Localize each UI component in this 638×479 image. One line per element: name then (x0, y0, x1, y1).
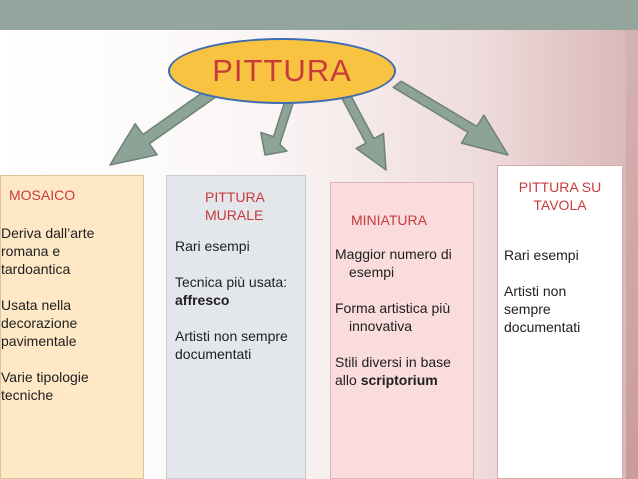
body-line: Artisti non (504, 283, 567, 299)
box-pittura-su-tavola: PITTURA SU TAVOLA Rari esempi Artisti no… (497, 165, 623, 479)
title-oval: PITTURA (168, 38, 396, 104)
box-body: Rari esempi Tecnica più usata: affresco … (175, 237, 288, 363)
body-line: esempi (349, 264, 395, 280)
body-line: tardoantica (1, 261, 71, 277)
body-line: Maggior numero di (335, 246, 452, 262)
box-heading: PITTURA SU TAVOLA (498, 178, 622, 214)
body-line: Rari esempi (175, 238, 250, 254)
box-heading: MOSAICO (9, 187, 76, 203)
body-line: tecniche (1, 387, 54, 403)
box-heading: PITTURA MURALE (205, 188, 265, 224)
arrow-to-mosaico (109, 86, 217, 166)
body-line: documentati (175, 346, 252, 362)
body-line: Tecnica più usata: (175, 274, 288, 290)
box-miniatura: MINIATURA Maggior numero di esempi Forma… (330, 182, 474, 479)
right-edge-band (626, 30, 638, 479)
arrow-to-pittura-murale (260, 92, 295, 156)
box-mosaico: MOSAICO Deriva dall’arte romana e tardoa… (0, 175, 144, 479)
box-body: Maggior numero di esempi Forma artistica… (335, 245, 452, 389)
heading-line: MURALE (205, 207, 264, 223)
body-line: Stili diversi in base (335, 354, 451, 370)
body-line: Deriva dall’arte (1, 225, 95, 241)
body-line: Artisti non sempre (175, 328, 288, 344)
body-line: Rari esempi (504, 247, 579, 263)
body-line: innovativa (349, 318, 413, 334)
body-line: Varie tipologie (1, 369, 89, 385)
top-band (0, 0, 638, 30)
body-line: documentati (504, 319, 581, 335)
arrow-to-pittura-su-tavola (392, 80, 509, 156)
arrow-to-miniatura (339, 90, 387, 171)
box-pittura-murale: PITTURA MURALE Rari esempi Tecnica più u… (166, 175, 306, 479)
body-line: decorazione (1, 315, 78, 331)
heading-line: PITTURA SU (518, 179, 602, 195)
body-line-bold: affresco (175, 292, 230, 308)
body-line: romana e (1, 243, 61, 259)
body-line: pavimentale (1, 333, 77, 349)
title-text: PITTURA (212, 53, 352, 88)
box-body: Deriva dall’arte romana e tardoantica Us… (1, 224, 94, 404)
box-body: Rari esempi Artisti non sempre documenta… (504, 246, 580, 336)
heading-line: PITTURA (205, 189, 265, 205)
box-heading: MINIATURA (351, 212, 427, 228)
body-line: Usata nella (1, 297, 72, 313)
body-line-mixed: allo scriptorium (335, 372, 438, 388)
body-line: Forma artistica più (335, 300, 451, 316)
heading-line: TAVOLA (533, 197, 587, 213)
body-line: sempre (504, 301, 551, 317)
